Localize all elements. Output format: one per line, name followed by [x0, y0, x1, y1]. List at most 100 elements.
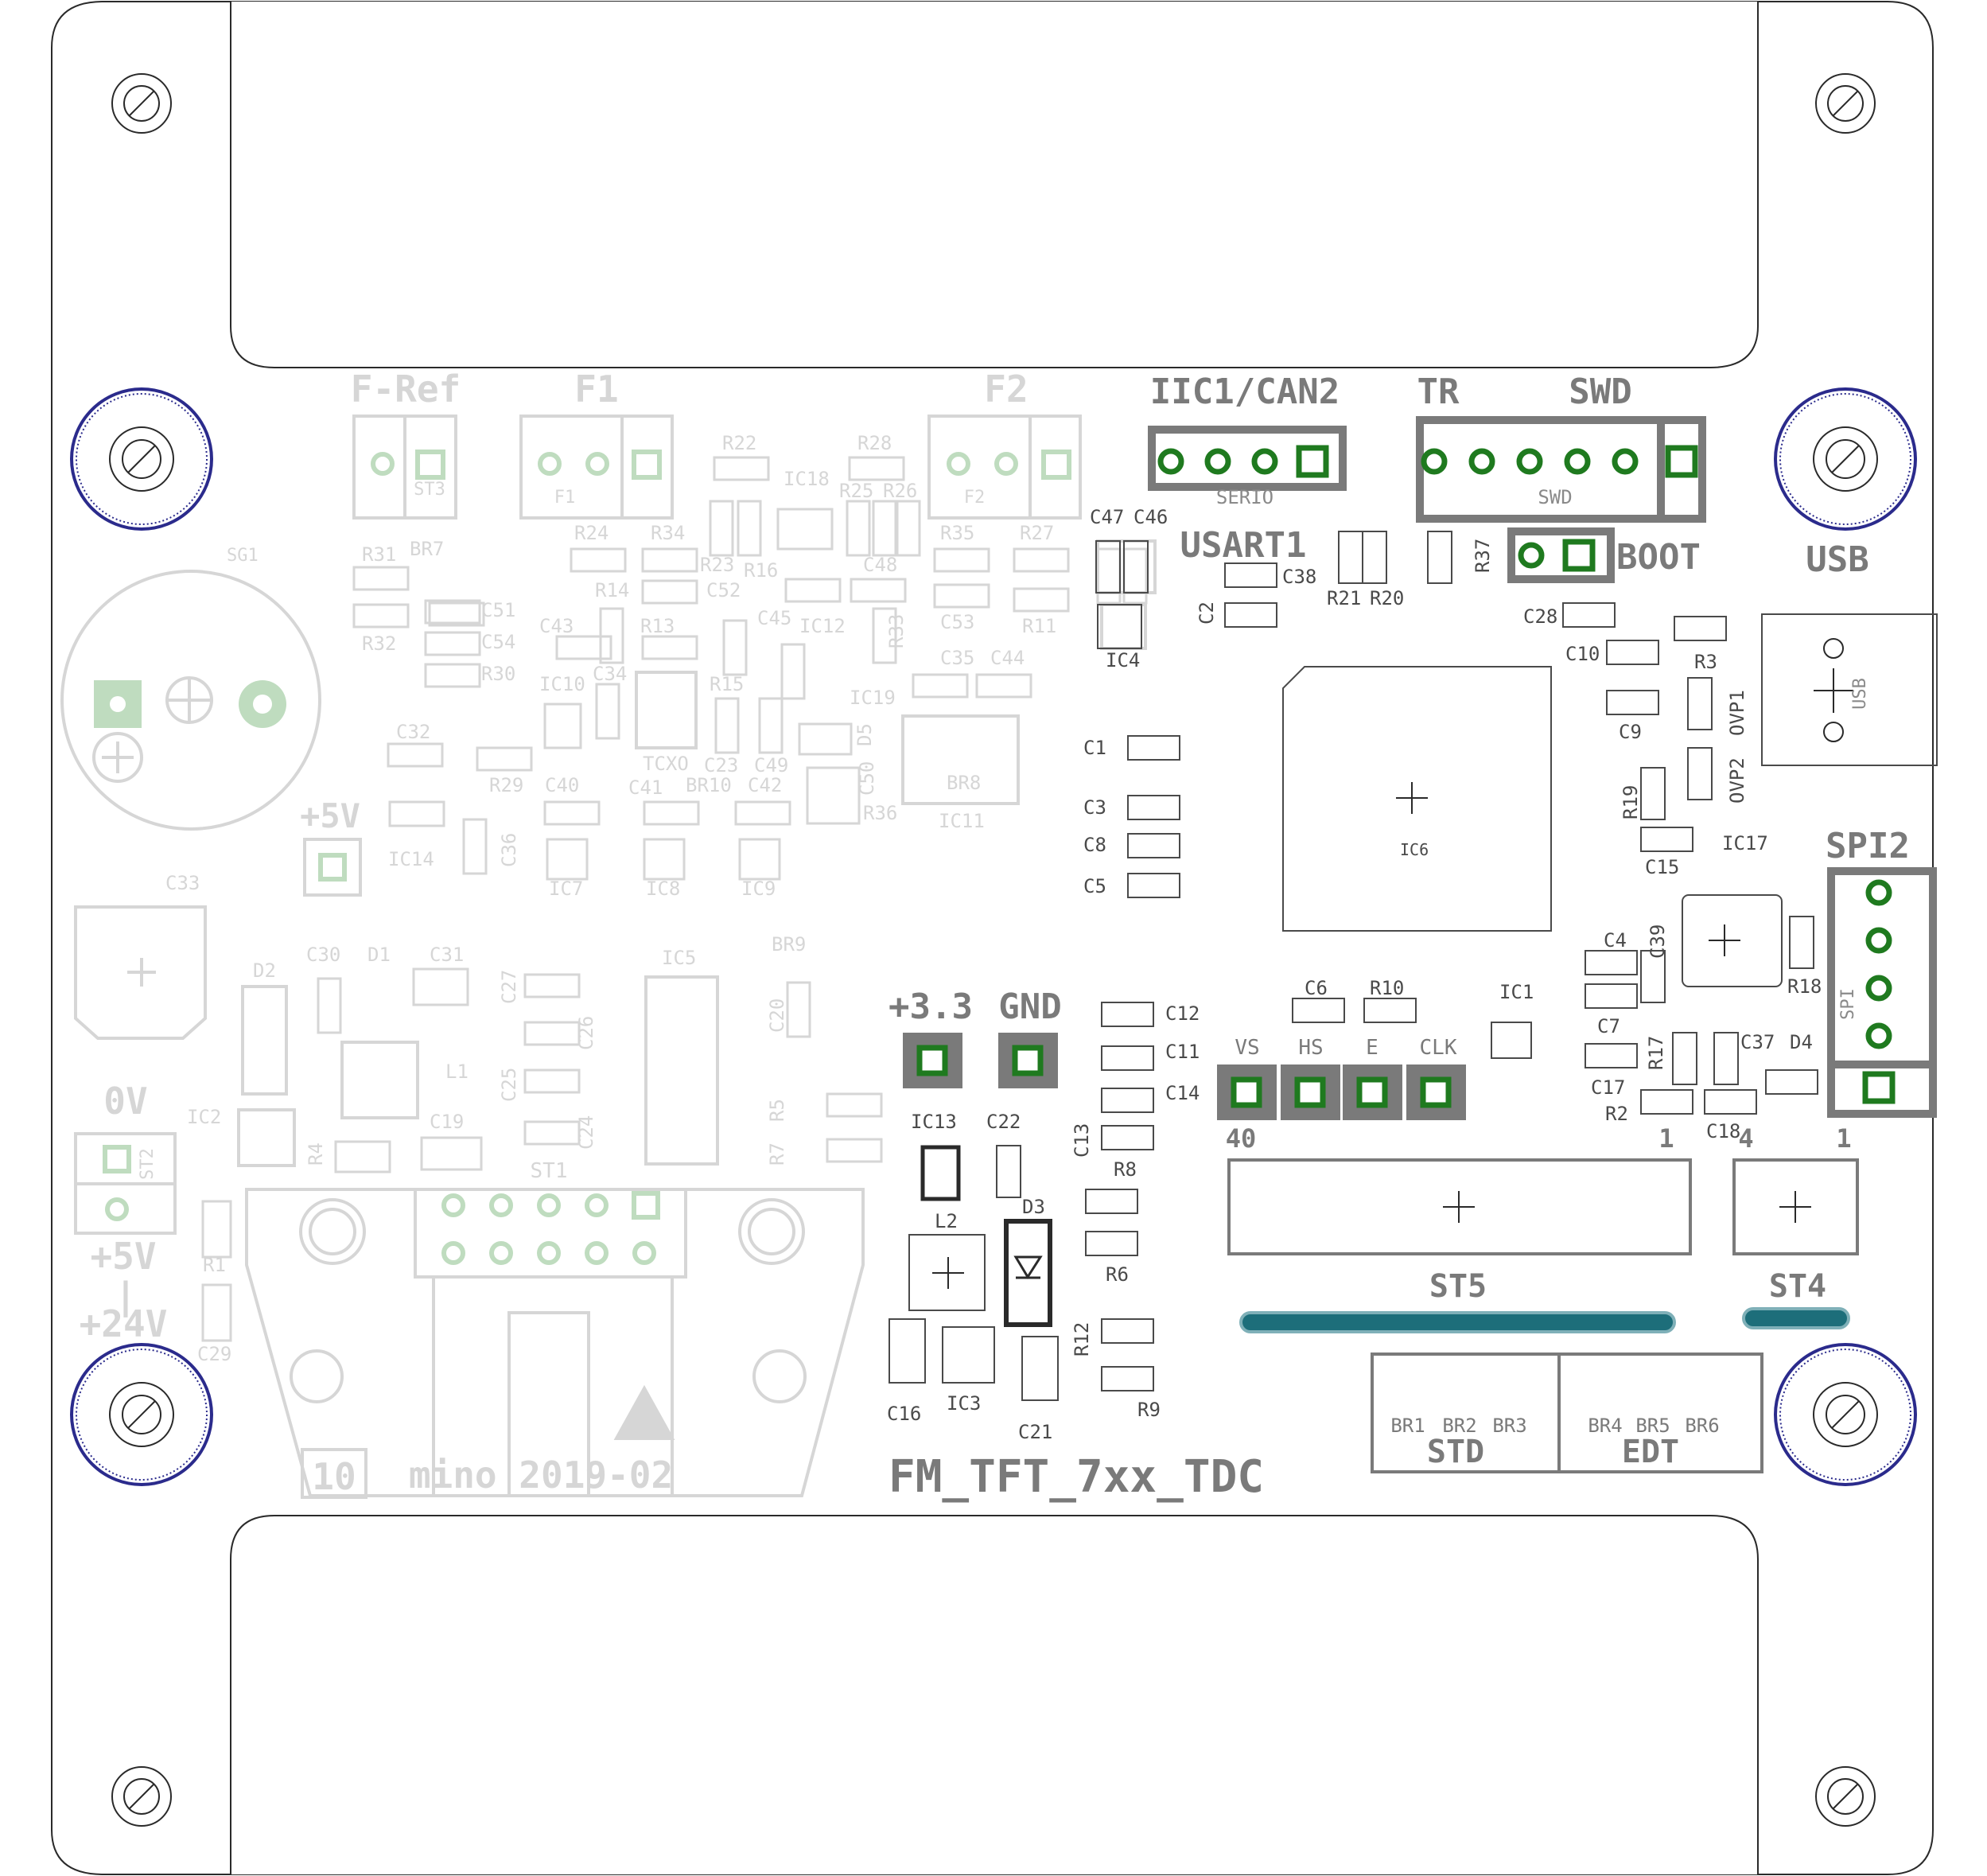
- label-clk: CLK: [1420, 1036, 1457, 1060]
- label-boot: BOOT: [1616, 537, 1701, 578]
- ref-c52: C52: [706, 579, 741, 601]
- plated-hole-lbl: [70, 1343, 213, 1486]
- label-signature: mino 2019-02: [409, 1454, 673, 1497]
- ref-c54: C54: [481, 631, 515, 653]
- label-swd: SWD: [1569, 372, 1631, 412]
- ref-r10: R10: [1370, 977, 1404, 999]
- faint-pads: [94, 450, 1071, 1265]
- ref-r23: R23: [700, 554, 734, 576]
- ref-r2: R2: [1605, 1103, 1628, 1125]
- label-spi-small: SPI: [1838, 988, 1858, 1020]
- ref-l2: L2: [935, 1210, 958, 1232]
- ref-ic1: IC1: [1499, 981, 1534, 1003]
- label-p33: +3.3: [889, 987, 973, 1027]
- ref-c33: C33: [165, 872, 200, 894]
- ref-c46: C46: [1133, 506, 1168, 528]
- label-br3: BR3: [1492, 1415, 1526, 1437]
- label-usb-small: USB: [1850, 678, 1870, 710]
- ref-ic4: IC4: [1106, 649, 1140, 671]
- ref-c41: C41: [628, 776, 663, 799]
- ref-c22: C22: [986, 1111, 1021, 1133]
- ref-r26: R26: [883, 480, 917, 502]
- label-p5v-b: +5V: [90, 1235, 156, 1278]
- label-swd-small: SWD: [1538, 486, 1572, 508]
- ref-c45: C45: [757, 607, 791, 629]
- ref-c4: C4: [1604, 929, 1627, 952]
- label-iic: IIC1/CAN2: [1150, 372, 1340, 412]
- ref-c30: C30: [306, 944, 340, 966]
- label-br5: BR5: [1635, 1415, 1670, 1437]
- ref-c7: C7: [1597, 1015, 1620, 1037]
- ref-c26: C26: [575, 1016, 597, 1050]
- ref-c37: C37: [1740, 1031, 1775, 1053]
- label-st5: ST5: [1429, 1268, 1487, 1305]
- mount-hole-tr: [1815, 73, 1876, 134]
- label-gnd: GND: [998, 987, 1061, 1027]
- ref-c32: C32: [396, 721, 430, 743]
- ref-r29: R29: [489, 774, 523, 796]
- ref-c2: C2: [1196, 601, 1218, 625]
- ref-c21: C21: [1018, 1421, 1052, 1443]
- ref-r14: R14: [595, 579, 629, 601]
- ref-r21: R21: [1327, 587, 1361, 609]
- ref-ic7: IC7: [549, 878, 583, 900]
- ref-c13: C13: [1071, 1123, 1093, 1158]
- ref-c25: C25: [498, 1068, 520, 1102]
- label-usart: USART1: [1180, 525, 1307, 566]
- bottom-cutout: [230, 1515, 1759, 1874]
- ref-ic14: IC14: [388, 848, 434, 870]
- ref-r30: R30: [481, 663, 515, 685]
- ref-r32: R32: [362, 632, 396, 655]
- ref-c49: C49: [754, 754, 788, 776]
- mount-hole-br: [1815, 1766, 1876, 1827]
- ref-ic3: IC3: [947, 1392, 981, 1415]
- ref-c34: C34: [593, 663, 627, 685]
- ref-c31: C31: [430, 944, 464, 966]
- label-0v: 0V: [103, 1080, 147, 1123]
- ref-ic11: IC11: [939, 810, 985, 832]
- ref-br9: BR9: [772, 933, 806, 956]
- label-board-name: FM_TFT_7xx_TDC: [889, 1451, 1264, 1503]
- label-vs: VS: [1235, 1036, 1259, 1060]
- label-st3: ST3: [414, 480, 445, 500]
- active-thin-silk: [1227, 1158, 1859, 1473]
- ref-d4: D4: [1790, 1031, 1813, 1053]
- active-pads: [903, 445, 1896, 1120]
- ref-c39: C39: [1647, 924, 1669, 959]
- ref-c23: C23: [704, 754, 738, 776]
- ref-r5: R5: [766, 1099, 788, 1122]
- ref-ic18: IC18: [784, 468, 830, 490]
- ref-c14: C14: [1165, 1082, 1200, 1104]
- label-dash: |: [115, 1275, 137, 1318]
- ref-ic9: IC9: [741, 878, 776, 900]
- ref-r16: R16: [744, 559, 778, 582]
- ref-r20: R20: [1370, 587, 1404, 609]
- label-br4: BR4: [1588, 1415, 1622, 1437]
- ref-l1: L1: [445, 1061, 469, 1083]
- ref-r35: R35: [940, 522, 974, 544]
- ref-c35: C35: [940, 647, 974, 669]
- label-serio: SERIO: [1216, 486, 1273, 508]
- ref-c6: C6: [1305, 977, 1328, 999]
- ref-r3: R3: [1694, 651, 1717, 673]
- ref-ovp1: OVP1: [1726, 690, 1748, 736]
- label-st2: ST2: [138, 1148, 157, 1180]
- ref-ovp2: OVP2: [1726, 757, 1748, 804]
- label-f1: F1: [574, 368, 618, 411]
- label-usb: USB: [1806, 539, 1868, 580]
- ref-ic19: IC19: [850, 687, 896, 709]
- label-f2-small: F2: [964, 488, 986, 508]
- label-br2: BR2: [1442, 1415, 1476, 1437]
- label-pin4: 4: [1738, 1123, 1753, 1154]
- ic13-outline: [920, 1145, 961, 1201]
- label-fref: F-Ref: [351, 368, 461, 411]
- ref-r7: R7: [766, 1142, 788, 1166]
- ref-r28: R28: [857, 432, 892, 454]
- faint-component-labels: SG1 R31 BR7 R32 C51 C54 R30 R22 R28 IC18…: [165, 432, 1056, 1365]
- ref-r19: R19: [1620, 785, 1642, 819]
- ref-c16: C16: [887, 1403, 921, 1425]
- label-br1: BR1: [1390, 1415, 1425, 1437]
- active-silkscreen: [1148, 416, 1937, 1118]
- ref-d3: D3: [1022, 1196, 1045, 1218]
